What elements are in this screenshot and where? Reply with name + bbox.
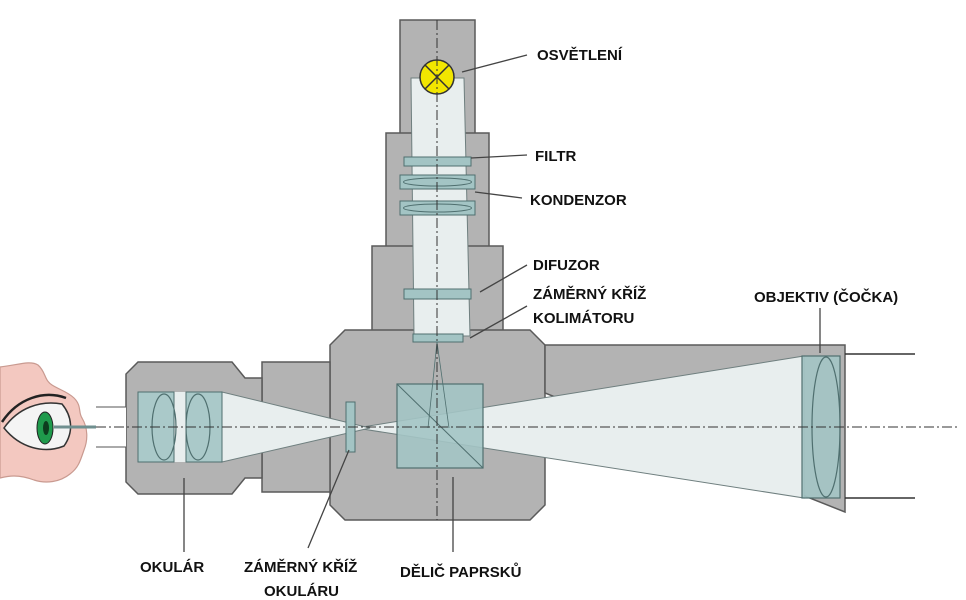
label-kriz-kolimatoru-line1: ZÁMĚRNÝ KŘÍŽ xyxy=(533,285,646,303)
leader-kriz-kolimatoru xyxy=(469,305,528,339)
label-okular: OKULÁR xyxy=(140,559,204,576)
label-osvetleni: OSVĚTLENÍ xyxy=(537,46,623,64)
observer-eye-icon xyxy=(0,362,96,483)
collimator-reticle xyxy=(412,333,464,343)
leader-filtr xyxy=(470,154,528,159)
leader-lines xyxy=(183,54,821,552)
leader-kriz-okularu xyxy=(307,449,350,549)
leader-kondenzor xyxy=(474,191,523,199)
label-difuzor: DIFUZOR xyxy=(533,257,600,274)
label-kriz-okularu-line1: ZÁMĚRNÝ KŘÍŽ xyxy=(244,558,357,576)
label-delic-paprsku: DĚLIČ PAPRSKŮ xyxy=(400,562,521,581)
label-objektiv: OBJEKTIV (ČOČKA) xyxy=(754,288,898,306)
leader-osvetleni xyxy=(461,54,528,73)
label-kriz-kolimatoru-line2: KOLIMÁTORU xyxy=(533,310,634,327)
leader-difuzor xyxy=(479,264,528,293)
beam-splitter xyxy=(396,341,484,469)
label-filtr: FILTR xyxy=(535,148,577,165)
label-kriz-okularu-line2: OKULÁRU xyxy=(264,583,339,600)
label-kondenzor: KONDENZOR xyxy=(530,192,627,209)
upper-eyelid xyxy=(0,393,67,423)
pupil xyxy=(43,421,49,435)
